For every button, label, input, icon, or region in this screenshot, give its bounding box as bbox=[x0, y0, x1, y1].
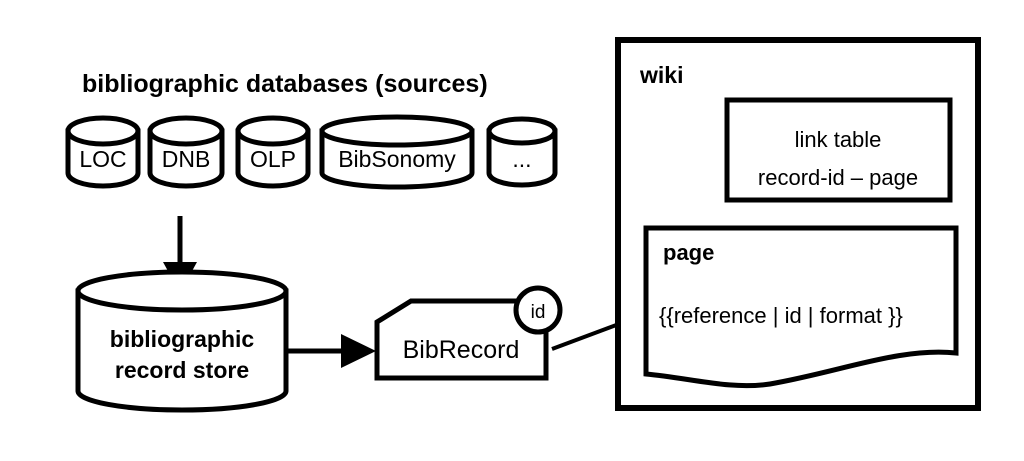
cylinder-top bbox=[319, 114, 475, 148]
id-badge-circle bbox=[513, 285, 563, 335]
cylinder-top bbox=[75, 269, 289, 313]
database-label: ... bbox=[512, 146, 531, 172]
database-label: BibSonomy bbox=[338, 146, 456, 172]
cylinder-top bbox=[235, 115, 311, 147]
link-table-title: link table bbox=[795, 127, 882, 152]
wiki-label: wiki bbox=[639, 62, 683, 88]
database-label: LOC bbox=[79, 146, 126, 172]
arrow-store-to-bibrecord bbox=[288, 334, 376, 368]
cylinder-body bbox=[486, 128, 558, 188]
bibrecord-node[interactable]: BibRecord id bbox=[374, 285, 563, 381]
database-cylinder-bibsonomy[interactable]: BibSonomy bbox=[319, 114, 475, 190]
bibrecord-shape bbox=[374, 298, 549, 381]
arrow-shaft bbox=[551, 319, 628, 351]
database-cylinder-loc[interactable]: LOC bbox=[65, 115, 141, 189]
sources-title: bibliographic databases (sources) bbox=[82, 70, 488, 98]
database-cylinder-dnb[interactable]: DNB bbox=[147, 115, 225, 189]
cylinder-body bbox=[75, 288, 289, 413]
bibrecord-label: BibRecord bbox=[403, 336, 520, 364]
cylinder-top bbox=[65, 115, 141, 147]
database-label: DNB bbox=[162, 146, 211, 172]
database-cylinder-olp[interactable]: OLP bbox=[235, 115, 311, 189]
cylinder-top bbox=[147, 115, 225, 147]
cylinder-top bbox=[486, 116, 558, 146]
page-body: {{reference | id | format }} bbox=[659, 303, 903, 328]
page-title: page bbox=[663, 240, 714, 265]
bibliographic-record-store[interactable]: bibliographic record store bbox=[75, 269, 289, 413]
link-table-body: record-id – page bbox=[758, 165, 918, 190]
store-label-line2: record store bbox=[115, 357, 249, 383]
link-table-box bbox=[724, 97, 953, 203]
database-label: OLP bbox=[250, 146, 296, 172]
link-table-node[interactable]: link table record-id – page bbox=[724, 97, 953, 203]
id-badge-label: id bbox=[531, 302, 546, 323]
arrow-head bbox=[341, 334, 376, 368]
store-label-line1: bibliographic bbox=[110, 326, 255, 352]
page-shape bbox=[643, 225, 959, 389]
page-node[interactable]: page {{reference | id | format }} bbox=[643, 225, 959, 389]
database-cylinder-more[interactable]: ... bbox=[486, 116, 558, 188]
